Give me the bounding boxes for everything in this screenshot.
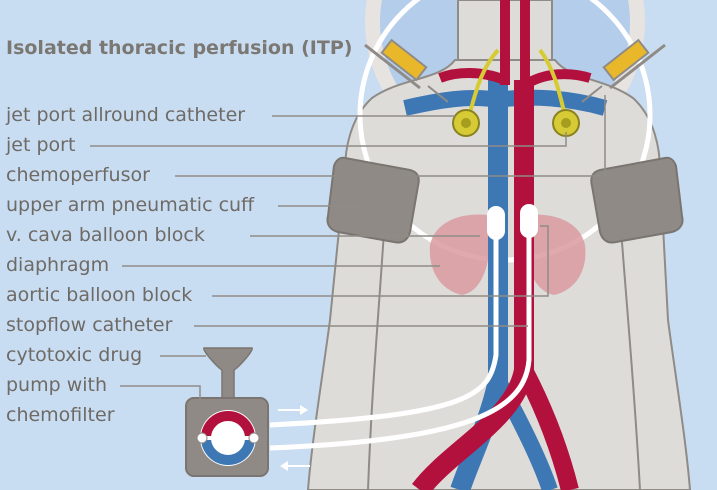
label-diaphragm: diaphragm bbox=[6, 254, 110, 276]
label-upper-arm-cuff: upper arm pneumatic cuff bbox=[6, 194, 255, 216]
label-vena-cava-balloon: v. cava balloon block bbox=[6, 224, 205, 246]
drug-funnel bbox=[203, 347, 253, 399]
flow-arrow-out bbox=[278, 405, 308, 415]
label-chemoperfusor: chemoperfusor bbox=[6, 164, 150, 186]
right-lung bbox=[525, 214, 586, 295]
label-cytotoxic-drug: cytotoxic drug bbox=[6, 344, 143, 366]
catheter-venous bbox=[269, 210, 499, 428]
label-chemofilter: chemofilter bbox=[6, 404, 115, 426]
flow-arrow-in bbox=[280, 461, 310, 471]
arm-cuff-right bbox=[590, 156, 684, 244]
left-lung bbox=[429, 214, 488, 295]
artery-branch-right bbox=[522, 69, 592, 90]
arm-cuff-left bbox=[326, 156, 420, 244]
jet-port-left-center bbox=[461, 118, 471, 128]
artery-leg-right bbox=[516, 365, 579, 490]
vein-branch-left bbox=[403, 90, 500, 116]
jet-port-right-center bbox=[561, 118, 571, 128]
label-jet-port-allround-catheter: jet port allround catheter bbox=[6, 104, 246, 126]
syringe-right bbox=[581, 38, 666, 103]
diagram-title: Isolated thoracic perfusion (ITP) bbox=[6, 37, 353, 59]
pump-dot-right bbox=[248, 432, 260, 444]
leader-lines bbox=[90, 95, 606, 412]
pump-dot-left bbox=[196, 432, 208, 444]
syringe-left bbox=[364, 38, 449, 103]
aortic-balloon bbox=[520, 204, 538, 238]
catheter-arterial bbox=[269, 210, 532, 451]
label-aortic-balloon: aortic balloon block bbox=[6, 284, 193, 306]
label-stopflow-catheter: stopflow catheter bbox=[6, 314, 173, 336]
pump-ring-blue bbox=[201, 437, 255, 465]
artery-branch-left bbox=[438, 68, 507, 85]
vein-branch-right bbox=[496, 89, 608, 116]
pump-ring-red bbox=[201, 411, 255, 439]
vena-cava-balloon bbox=[487, 206, 505, 240]
left-arm-line bbox=[367, 214, 386, 490]
label-pump-with: pump with bbox=[6, 374, 108, 396]
right-arm-line bbox=[619, 214, 641, 490]
label-jet-port: jet port bbox=[6, 134, 76, 156]
